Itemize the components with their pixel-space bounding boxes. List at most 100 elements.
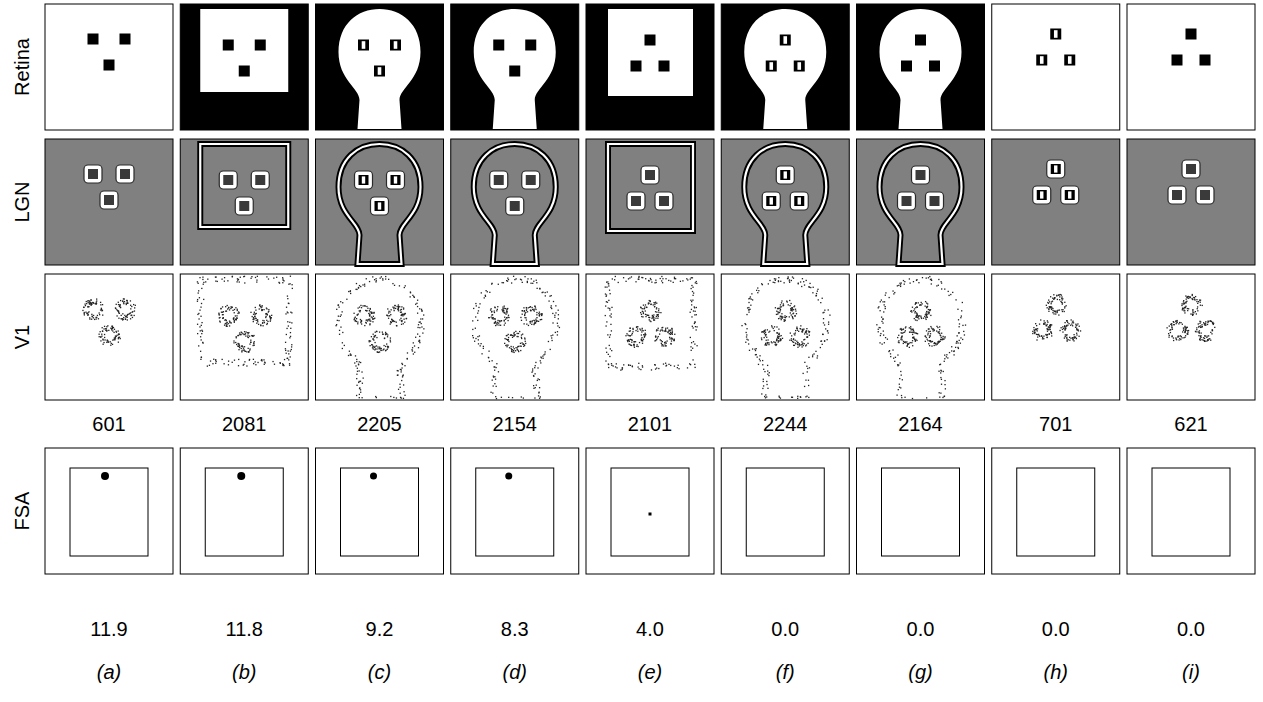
v1-speckle [422, 318, 423, 319]
v1-speckle [538, 392, 539, 393]
v1-speckle [270, 317, 271, 318]
v1-speckle [551, 340, 552, 341]
v1-speckle [521, 320, 522, 321]
v1-speckle [536, 314, 537, 315]
v1-speckle [766, 384, 767, 385]
v1-speckle [553, 301, 554, 302]
v1-speckle [388, 279, 389, 280]
v1-speckle [630, 339, 631, 340]
v1-speckle [394, 321, 395, 322]
v1-speckle [123, 302, 124, 303]
v1-speckle [350, 290, 351, 291]
v1-speckle [639, 342, 640, 343]
v1-speckle [254, 316, 255, 317]
panel-frame [586, 274, 714, 400]
v1-speckle [202, 342, 203, 343]
v1-speckle [375, 335, 376, 336]
v1-speckle [359, 397, 360, 398]
v1-speckle [827, 330, 828, 331]
v1-panel [721, 274, 849, 400]
v1-speckle [96, 298, 97, 299]
v1-speckle [641, 316, 642, 317]
v1-speckle [358, 364, 359, 365]
v1-speckle [670, 343, 671, 344]
v1-speckle [369, 345, 370, 346]
v1-speckle [376, 337, 377, 338]
v1-speckle [112, 330, 113, 331]
v1-speckle [235, 307, 236, 308]
v1-speckle [759, 355, 760, 356]
v1-speckle [260, 324, 261, 325]
v1-speckle [374, 336, 375, 337]
v1-speckle [507, 340, 508, 341]
v1-speckle [815, 351, 816, 352]
v1-speckle [222, 318, 223, 319]
v1-speckle [800, 397, 801, 398]
v1-speckle [530, 306, 531, 307]
dot-response [522, 171, 540, 189]
v1-speckle [374, 346, 375, 347]
v1-speckle [493, 317, 494, 318]
v1-speckle [264, 322, 265, 323]
v1-speckle [360, 305, 361, 306]
v1-speckle [507, 281, 508, 282]
v1-speckle [494, 370, 495, 371]
v1-speckle [421, 310, 422, 311]
v1-speckle [388, 311, 389, 312]
v1-speckle [134, 307, 135, 308]
v1-speckle [539, 315, 540, 316]
v1-speckle [398, 307, 399, 308]
v1-speckle [227, 305, 228, 306]
panel-frame [180, 139, 308, 265]
v1-speckle [494, 383, 495, 384]
v1-speckle [385, 334, 386, 335]
v1-speckle [503, 312, 504, 313]
v1-speckle [100, 309, 101, 310]
v1-speckle [630, 328, 631, 329]
v1-speckle [102, 327, 103, 328]
v1-speckle [86, 301, 87, 302]
v1-speckle [499, 320, 500, 321]
v1-speckle [527, 281, 528, 282]
v1-speckle [198, 345, 199, 346]
v1-speckle [500, 325, 501, 326]
dot-core [239, 201, 249, 211]
v1-speckle [116, 336, 117, 337]
v1-speckle [641, 339, 642, 340]
v1-speckle [234, 360, 235, 361]
v1-speckle [506, 339, 507, 340]
v1-speckle [642, 311, 643, 312]
v1-speckle [506, 317, 507, 318]
v1-speckle [220, 321, 221, 322]
v1-speckle [555, 312, 556, 313]
v1-speckle [111, 343, 112, 344]
dot-core [526, 175, 536, 185]
v1-speckle [96, 317, 97, 318]
v1-speckle [290, 356, 291, 357]
v1-speckle [650, 304, 651, 305]
v1-speckle [664, 330, 665, 331]
v1-speckle [113, 339, 114, 340]
v1-speckle [534, 320, 535, 321]
v1-speckle [291, 312, 292, 313]
v1-speckle [744, 323, 745, 324]
v1-speckle [654, 302, 655, 303]
v1-speckle [674, 339, 675, 340]
v1-speckle [374, 349, 375, 350]
v1-speckle [539, 398, 540, 399]
v1-speckle [133, 304, 134, 305]
v1-speckle [625, 281, 626, 282]
v1-speckle [692, 291, 693, 292]
v1-speckle [518, 333, 519, 334]
v1-speckle [531, 321, 532, 322]
panel-frame [180, 4, 308, 130]
v1-speckle [517, 336, 518, 337]
v1-speckle [127, 319, 128, 320]
v1-speckle [767, 374, 768, 375]
v1-speckle [650, 279, 651, 280]
v1-speckle [648, 303, 649, 304]
v1-speckle [606, 281, 607, 282]
v1-speckle [516, 336, 517, 337]
v1-speckle [672, 328, 673, 329]
v1-speckle [238, 344, 239, 345]
